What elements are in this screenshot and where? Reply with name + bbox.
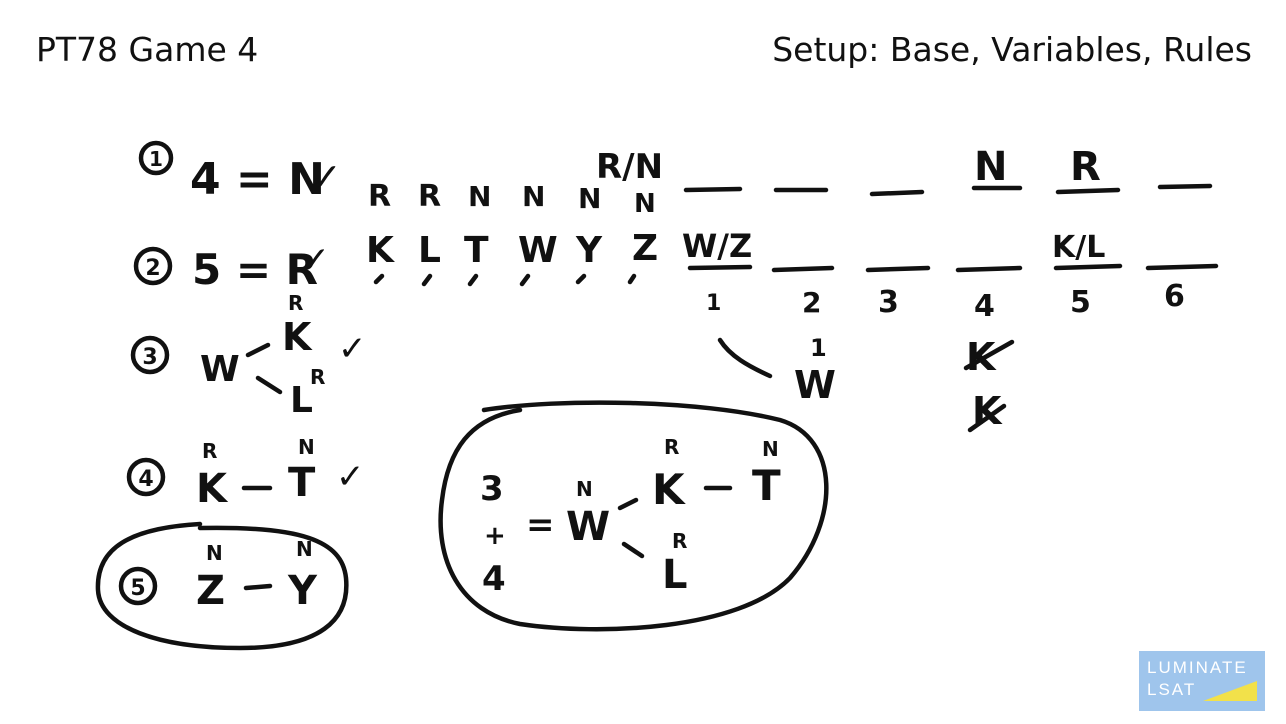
rule-5-circle [95,521,349,651]
strike-mark [963,339,1015,371]
label-sup: R [202,439,217,463]
slot-deductions: 1 W K K [717,334,1015,433]
rule-number-circle [138,140,174,176]
order-dash [243,583,273,591]
logo-text-line1: LUMINATE [1147,658,1248,677]
variable-list: R R N N N N K L T W Y Z [366,179,658,287]
rule-number-circle [130,335,170,375]
rule-number: 4 [138,467,153,492]
slot-number: 5 [1070,285,1091,320]
rule-var-w: W [200,349,240,390]
slot-top-lines [683,183,1213,197]
label-sup: R [672,529,687,553]
combined-rules: 3 + 4 = N W R K N T R L [438,400,829,632]
variable-label: N [578,182,601,215]
rule-var-k: K [282,315,313,359]
deduction-curve [717,337,773,379]
combined-equals: = [526,505,555,545]
deduction-w: W [794,363,836,407]
rule-var-k: K [196,466,229,512]
combined-var-t: T [752,461,781,510]
rule-number-circle [118,566,158,606]
combined-left-top: 3 [480,469,504,509]
rule-2: 2 5 = R ✓ [133,240,330,294]
combined-plus: + [484,521,506,551]
rule-text: 5 = R [192,245,318,294]
slide-title: PT78 Game 4 [36,30,259,69]
combined-left-bottom: 4 [482,559,506,599]
rule-number: 1 [149,147,163,171]
slot-diagram: R/N N R W/Z K/L 1 2 3 4 5 6 [596,144,1219,324]
variable-label: R [418,179,441,214]
slide-subtitle: Setup: Base, Variables, Rules [772,30,1252,69]
rule-var-t: T [288,460,316,506]
label-sup: R [664,435,679,459]
label-sup: N [298,435,315,459]
variable-letter: T [464,230,489,271]
rule-number-circle [126,457,166,497]
variable-label: R [368,179,391,214]
slot-number: 4 [974,289,995,324]
rule-number: 2 [145,256,160,281]
strike-mark [967,403,1007,433]
label-sup: N [576,477,593,501]
order-dash [621,541,645,559]
slot-1-top-label: R/N [596,147,663,187]
combined-var-w: W [566,504,610,550]
label-sup: R [288,291,303,315]
rule-var-l: L [290,380,313,421]
variable-label: N [634,189,656,219]
variable-letter: K [366,230,395,271]
combined-circle [438,400,829,632]
combined-var-k: K [652,465,686,514]
slot-5-top-label: R [1070,144,1101,190]
deduction-tick: 1 [810,334,827,362]
label-sup: N [762,437,779,461]
variable-letter: W [518,230,558,271]
order-dash [255,375,283,395]
rule-number-circle [133,246,173,286]
luminate-lsat-logo: LUMINATE LSAT [1139,651,1265,711]
rule-1: 1 4 = N ✓ [138,140,342,205]
rule-var-z: Z [196,568,225,614]
logo-text-line2: LSAT [1147,680,1197,699]
rule-number: 3 [142,345,157,370]
check-mark-icon: ✓ [310,155,342,199]
variable-label: N [468,180,491,213]
check-mark-icon: ✓ [336,457,365,497]
variable-letter: L [418,230,441,271]
slot-number: 2 [802,286,821,319]
check-mark-icon: ✓ [300,240,330,281]
slot-bottom-lines [687,263,1219,273]
slot-5-bottom-label: K/L [1052,230,1105,265]
rule-3: 3 W R K R L ✓ [130,291,367,421]
label-sup: N [296,537,313,561]
check-mark-icon: ✓ [338,329,367,369]
rule-text: 4 = N [190,154,325,205]
variable-label: N [522,180,545,213]
order-dash [245,342,271,358]
combined-var-l: L [662,552,688,598]
slot-4-top-label: N [974,144,1007,190]
rule-var-y: Y [287,568,318,614]
logo-wedge-icon [1203,681,1257,701]
rule-number: 5 [130,576,145,601]
rule-5: 5 N Z N Y [95,521,349,651]
slot-number: 6 [1164,279,1185,314]
slot-number: 1 [706,291,721,316]
label-sup: R [310,365,325,389]
tick-marks [373,273,637,287]
slot-1-bottom-label: W/Z [682,227,752,265]
variable-letter: Z [632,228,658,269]
slot-number: 3 [878,285,899,320]
order-dash [617,497,639,511]
label-sup: N [206,541,223,565]
rule-4: 4 R K N T ✓ [126,435,365,512]
variable-letter: Y [575,230,603,271]
